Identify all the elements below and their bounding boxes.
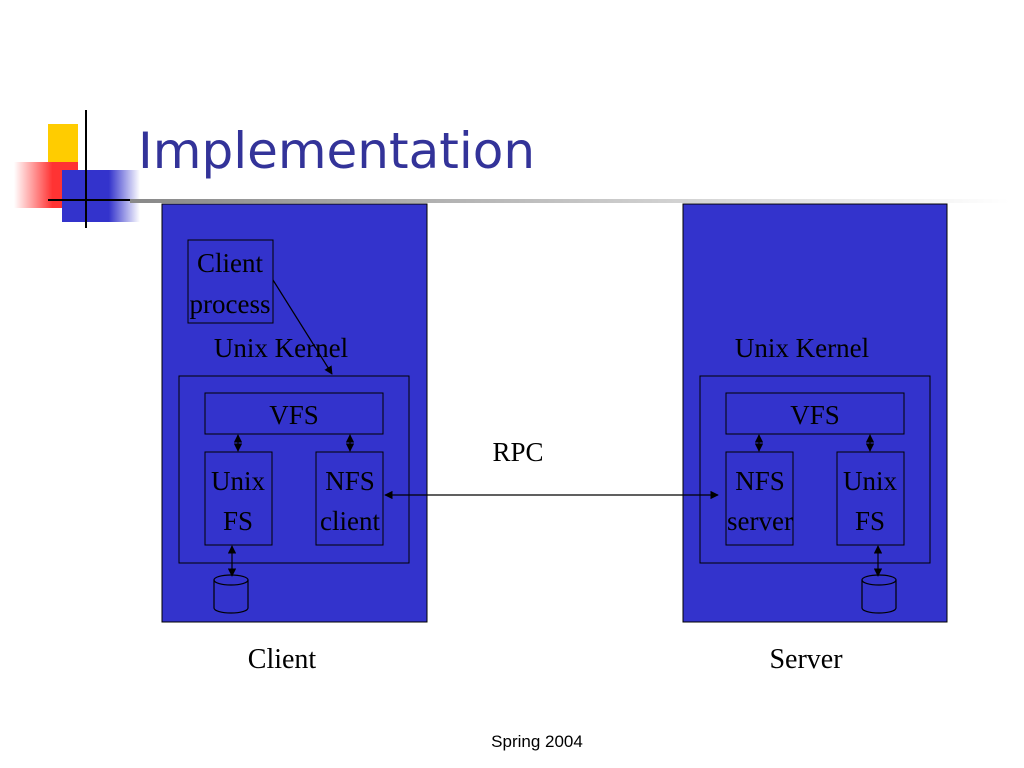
client-unixfs-box: [204, 451, 273, 546]
client-kernel-box: [178, 375, 410, 564]
server-unixfs-box: [836, 451, 905, 546]
process-to-kernel-arrow: [272, 279, 333, 375]
client-unixfs-label-2: FS: [223, 506, 253, 536]
server-machine: Unix Kernel VFS NFS server Unix FS: [682, 203, 948, 623]
client-kernel-label: Unix Kernel: [214, 333, 348, 363]
server-kernel-box: [699, 375, 931, 564]
client-unixfs-label-1: Unix: [211, 466, 266, 496]
rpc-label: RPC: [492, 437, 543, 467]
title-underline: [130, 199, 1010, 203]
server-kernel-label: Unix Kernel: [735, 333, 869, 363]
server-caption: Server: [769, 644, 843, 675]
client-nfsclient-box: [315, 451, 384, 546]
server-nfsserver-label-2: server: [727, 506, 793, 536]
client-nfsclient-label-1: NFS: [325, 466, 375, 496]
client-process-label-1: Client: [197, 248, 263, 278]
client-caption: Client: [248, 644, 317, 675]
server-nfsserver-box: [725, 451, 794, 546]
slide-footer: Spring 2004: [491, 732, 583, 751]
server-unixfs-label-2: FS: [855, 506, 885, 536]
client-vfs-box: [204, 392, 384, 435]
client-disk-icon: [213, 574, 249, 614]
slide-title: Implementation: [138, 122, 536, 180]
server-unixfs-label-1: Unix: [843, 466, 898, 496]
corner-decoration: [14, 110, 140, 228]
client-process-label-2: process: [190, 289, 271, 319]
server-vfs-label: VFS: [790, 400, 840, 430]
server-disk-icon: [861, 574, 897, 614]
server-vfs-box: [725, 392, 905, 435]
client-process-box: [187, 239, 274, 324]
client-machine: Client process Unix Kernel VFS Unix FS N…: [161, 203, 428, 623]
server-nfsserver-label-1: NFS: [735, 466, 785, 496]
blue-square: [62, 170, 140, 222]
client-vfs-label: VFS: [269, 400, 319, 430]
client-nfsclient-label-2: client: [320, 506, 380, 536]
